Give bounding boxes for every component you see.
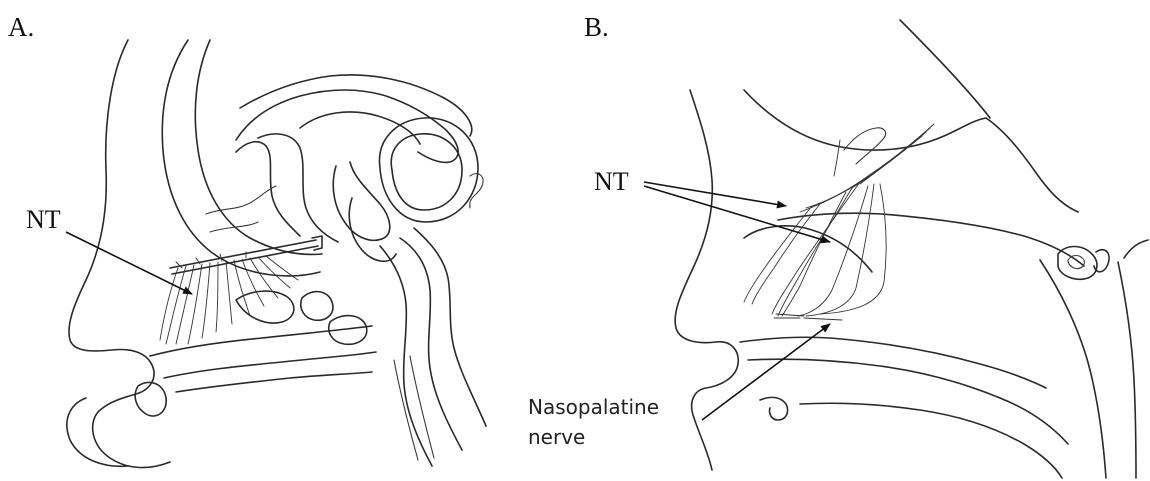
panel-a-frontal-fold-2 [210,222,258,232]
panel-a-nt-arrow [66,232,192,294]
panel-a-face-profile [69,40,170,468]
panel-b-face-profile [675,90,738,470]
panel-a-clivus [380,246,432,466]
panel-b-crista [844,128,886,164]
panel-a-ethmoid-curve [236,142,300,236]
panel-a-frontal-fold [206,186,276,214]
panel-b-spine-top [1124,240,1148,258]
panel-b-nerve-label-line2: nerve [528,425,585,449]
panel-a-nasal-floor [150,326,372,356]
panel-a-ethmoid-curve-2 [258,134,338,242]
panel-a-skull-outer [162,40,320,276]
panel-a-adenoid [301,292,333,321]
panel-b-nt-label: NT [594,167,629,196]
panel-b: B. [528,12,1148,478]
panel-a-sphenoid-top [300,112,420,144]
panel-a-orbit [391,134,462,210]
panel-b-nt-arrow-2 [644,186,830,242]
panel-a-clivus-3 [414,228,486,426]
panel-a-pharynx-rod [394,356,434,460]
panel-a-hard-palate-tooth [135,382,166,416]
panel-b-nerve-fibers [744,124,934,318]
panel-b-skull-arc-2 [986,118,1078,212]
panel-a-plate-end [312,236,322,250]
panel-b-skull-arc [744,90,986,150]
panel-b-nasal-floor [740,337,1046,388]
panel-a-turbinate [236,291,294,323]
panel-b-letter: B. [584,12,609,42]
panel-a-letter: A. [8,12,34,42]
panel-a-nt-label: NT [26,205,61,234]
panel-b-adenoid-inner [1068,256,1084,269]
panel-a: A. [8,12,486,468]
panel-b-palate [748,359,1068,444]
panel-b-palate-lower [800,403,1062,478]
panel-b-pharynx-wall [1040,260,1106,478]
panel-b-pharynx-wall-2 [1118,262,1136,478]
panel-a-lip [67,398,128,466]
panel-b-turbinate-large [744,226,872,272]
panel-a-palate-lower [176,372,372,392]
panel-b-nerve-stub [804,318,842,320]
panel-b-nt-arrow-1 [644,182,786,206]
panel-b-skull-right [900,20,990,118]
panel-b-tongue [760,397,788,420]
panel-b-nerve-label-line1: Nasopalatine [528,395,659,419]
panel-a-skull-inner [195,40,322,254]
